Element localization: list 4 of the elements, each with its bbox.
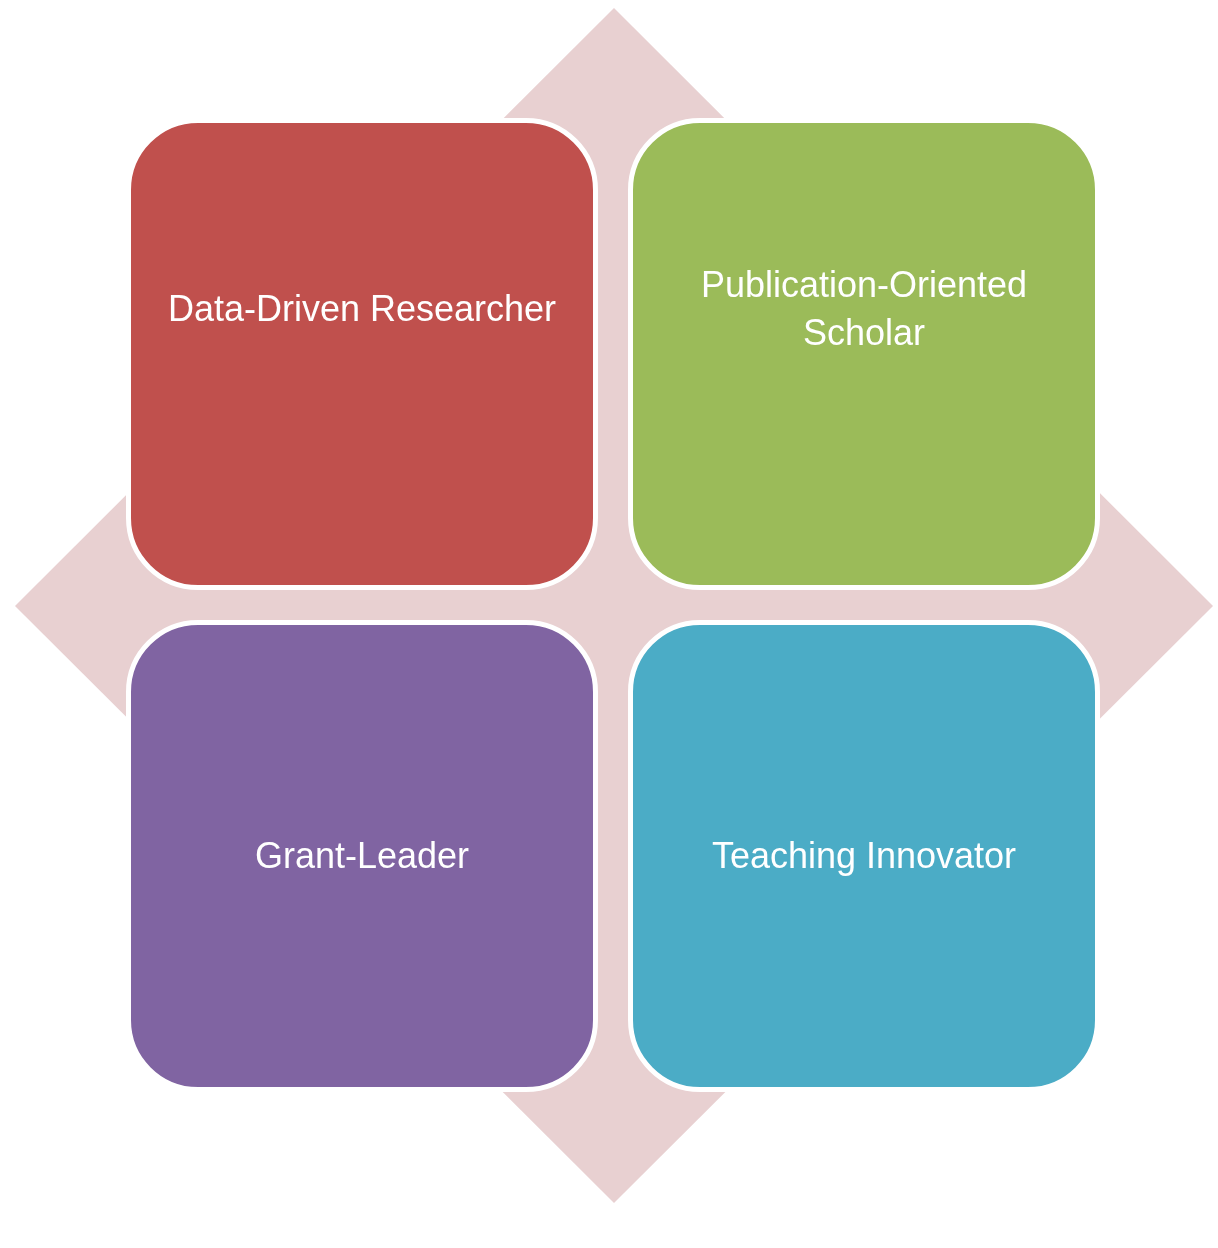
box-label: Publication-Oriented Scholar: [699, 263, 1029, 355]
box-label: Data-Driven Researcher: [166, 287, 558, 331]
box-label: Teaching Innovator: [710, 834, 1018, 878]
box-label: Grant-Leader: [253, 834, 471, 878]
